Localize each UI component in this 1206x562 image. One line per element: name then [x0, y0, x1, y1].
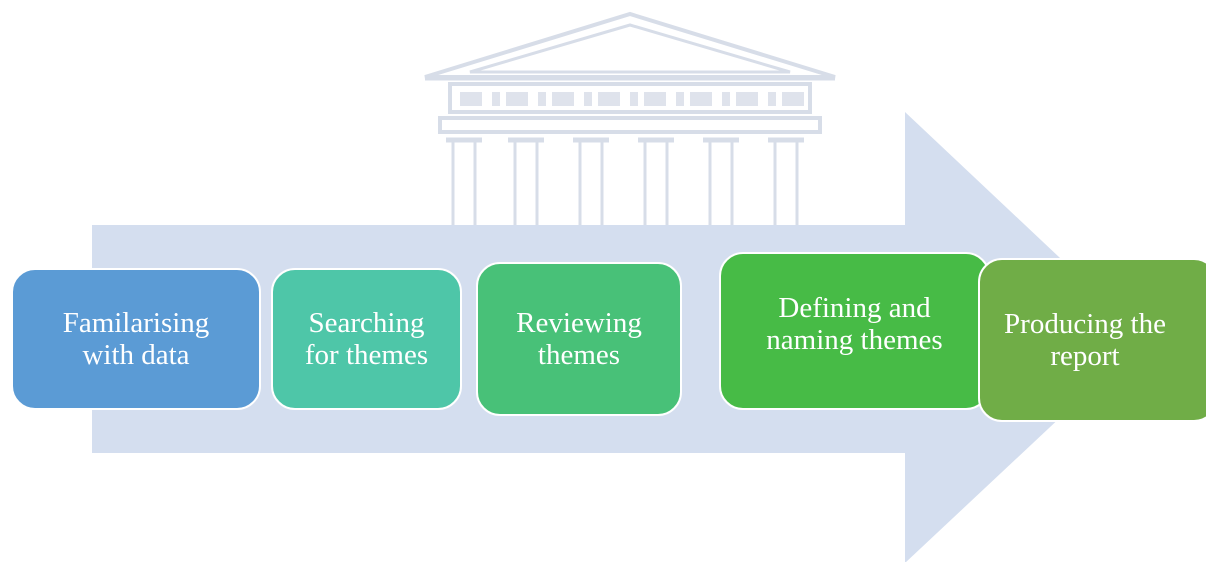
step-label-line: Defining and	[778, 291, 931, 324]
step-label-line: Reviewing	[516, 306, 642, 339]
step-familiarising: Familarising with data	[11, 268, 261, 410]
step-label-line: themes	[537, 339, 621, 371]
step-label-line: Producing the	[1004, 307, 1166, 340]
step-reviewing: Reviewing themes	[476, 262, 682, 416]
step-label-line: for themes	[304, 339, 429, 371]
step-label-line: Searching	[308, 306, 425, 339]
step-producing: Producing the report	[978, 258, 1206, 422]
step-label-line: Familarising	[62, 306, 210, 339]
step-label-line: with data	[82, 339, 190, 371]
step-label-line: naming themes	[766, 324, 943, 356]
step-defining: Defining and naming themes	[719, 252, 990, 410]
step-searching: Searching for themes	[271, 268, 462, 410]
step-label-line: report	[1050, 340, 1120, 372]
